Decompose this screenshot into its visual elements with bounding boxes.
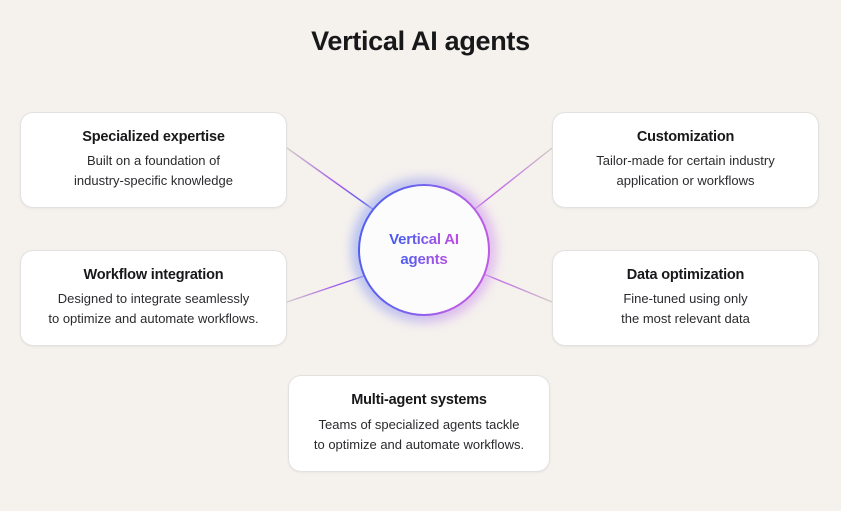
- card-customization[interactable]: Customization Tailor-made for certain in…: [552, 112, 819, 208]
- card-line-2: to optimize and automate workflows.: [48, 311, 259, 327]
- card-line-1: Tailor-made for certain industry: [596, 153, 775, 169]
- card-line-2: the most relevant data: [621, 311, 750, 327]
- card-line-2: to optimize and automate workflows.: [313, 436, 525, 452]
- hub-label: Vertical AI agents: [389, 230, 459, 271]
- card-line-2: industry-specific knowledge: [74, 173, 233, 189]
- card-specialized-expertise[interactable]: Specialized expertise Built on a foundat…: [20, 112, 287, 208]
- page-title: Vertical AI agents: [311, 26, 530, 56]
- card-line-1: Built on a foundation of: [87, 153, 220, 169]
- card-line-1: Teams of specialized agents tackle: [318, 416, 520, 432]
- card-multi-agent-systems[interactable]: Multi-agent systems Teams of specialized…: [288, 375, 550, 472]
- connector-specialized-expertise: [286, 147, 375, 211]
- card-title: Data optimization: [626, 266, 745, 283]
- card-title: Customization: [636, 128, 735, 145]
- card-line-1: Fine-tuned using only: [623, 291, 748, 307]
- hub-inner: Vertical AI agents: [360, 186, 488, 314]
- connector-customization: [474, 147, 553, 210]
- card-line-2: application or workflows: [616, 173, 755, 189]
- hub-ring: Vertical AI agents: [358, 184, 490, 316]
- card-workflow-integration[interactable]: Workflow integration Designed to integra…: [20, 250, 287, 346]
- card-title: Multi-agent systems: [351, 392, 487, 409]
- card-title: Specialized expertise: [82, 128, 225, 145]
- hub-node[interactable]: Vertical AI agents: [345, 177, 503, 323]
- hub-label-line2: agents: [400, 251, 448, 268]
- card-line-1: Designed to integrate seamlessly: [57, 291, 250, 307]
- card-title: Workflow integration: [83, 266, 224, 283]
- card-data-optimization[interactable]: Data optimization Fine-tuned using only …: [552, 250, 819, 346]
- hub-label-line1: Vertical AI: [389, 230, 459, 248]
